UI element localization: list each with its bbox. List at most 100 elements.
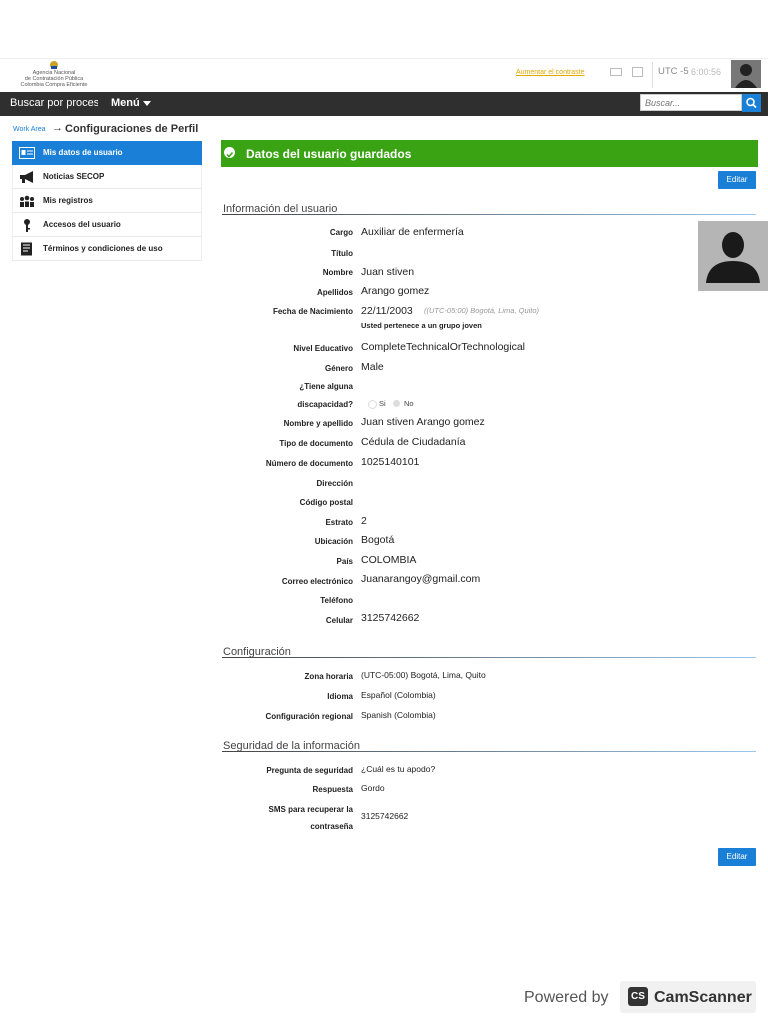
radio-no-label: No bbox=[404, 399, 414, 408]
radio-si-label: Si bbox=[379, 399, 386, 408]
breadcrumb-work-area[interactable]: Work Area bbox=[13, 126, 46, 133]
sidebar-item-label: Mis registros bbox=[43, 196, 93, 205]
value-genero: Male bbox=[361, 361, 384, 373]
search-button[interactable] bbox=[742, 94, 761, 112]
label-sms-1: SMS para recuperar la bbox=[268, 805, 353, 814]
user-silhouette-icon bbox=[735, 64, 757, 88]
value-cargo: Auxiliar de enfermería bbox=[361, 226, 464, 238]
success-message: Datos del usuario guardados bbox=[246, 147, 412, 161]
label-nombre-apellido: Nombre y apellido bbox=[283, 419, 353, 428]
contrast-link[interactable]: Aumentar el contraste bbox=[516, 69, 585, 76]
section-divider bbox=[222, 214, 756, 215]
section-divider bbox=[222, 657, 756, 658]
camscanner-logo-icon: CS bbox=[628, 987, 648, 1006]
radio-no[interactable] bbox=[393, 400, 400, 407]
value-pregunta-seguridad: ¿Cuál es tu apodo? bbox=[361, 764, 436, 774]
agency-logo[interactable]: Agencia Nacional de Contratación Pública… bbox=[8, 60, 100, 90]
user-silhouette-icon bbox=[706, 232, 760, 283]
menu-dropdown[interactable]: Menú bbox=[111, 97, 140, 109]
id-card-icon bbox=[19, 147, 35, 159]
section-divider bbox=[222, 751, 756, 752]
radio-si[interactable] bbox=[368, 400, 377, 409]
sidebar-item-label: Términos y condiciones de uso bbox=[43, 244, 163, 253]
value-nivel-educativo: CompleteTechnicalOrTechnological bbox=[361, 341, 526, 353]
label-titulo: Título bbox=[331, 249, 353, 258]
value-idioma: Español (Colombia) bbox=[361, 690, 436, 700]
label-nivel-educativo: Nivel Educativo bbox=[293, 344, 353, 353]
sidebar-item-secop-news[interactable]: Noticias SECOP bbox=[12, 165, 202, 189]
value-estrato: 2 bbox=[361, 515, 367, 527]
value-tipo-documento: Cédula de Ciudadanía bbox=[361, 436, 466, 448]
search-icon bbox=[746, 97, 757, 109]
label-idioma: Idioma bbox=[327, 692, 353, 701]
label-correo: Correo electrónico bbox=[281, 577, 353, 586]
logo-line-3: Colombia Compra Eficiente bbox=[20, 82, 88, 88]
logo-line-1: Agencia Nacional bbox=[32, 70, 76, 76]
sidebar-item-label: Accesos del usuario bbox=[43, 220, 121, 229]
sidebar-item-user-data[interactable]: Mis datos de usuario bbox=[12, 141, 202, 165]
label-codigo-postal: Código postal bbox=[299, 498, 353, 507]
logo-line-2: de Contratación Pública bbox=[24, 76, 84, 82]
section-title-user-info: Información del usuario bbox=[223, 203, 338, 215]
success-banner bbox=[221, 140, 758, 167]
label-apellidos: Apellidos bbox=[316, 288, 353, 297]
edit-button-top[interactable]: Editar bbox=[718, 171, 756, 189]
mail-icon[interactable] bbox=[610, 68, 622, 76]
value-celular: 3125742662 bbox=[361, 612, 420, 624]
user-avatar[interactable] bbox=[731, 60, 761, 88]
key-icon bbox=[24, 219, 30, 232]
sidebar-item-terms[interactable]: Términos y condiciones de uso bbox=[12, 237, 202, 261]
sidebar-item-label: Mis datos de usuario bbox=[43, 148, 123, 157]
clock-block bbox=[652, 62, 731, 88]
value-apellidos: Arango gomez bbox=[361, 285, 430, 297]
value-sms: 3125742662 bbox=[361, 811, 409, 821]
utc-time: 6:00:56 bbox=[691, 67, 722, 77]
megaphone-icon bbox=[20, 171, 33, 183]
value-fecha-nacimiento: 22/11/2003 bbox=[361, 305, 413, 317]
label-nombre: Nombre bbox=[322, 268, 353, 277]
camscanner-brand: CamScanner bbox=[654, 989, 752, 1006]
label-genero: Género bbox=[324, 364, 353, 373]
section-title-config: Configuración bbox=[223, 646, 291, 658]
chevron-down-icon[interactable] bbox=[143, 101, 151, 106]
value-correo: Juanarangoy@gmail.com bbox=[361, 573, 481, 585]
label-estrato: Estrato bbox=[325, 518, 353, 527]
edit-button-bottom[interactable]: Editar bbox=[718, 848, 756, 866]
users-icon bbox=[20, 195, 34, 207]
search-input[interactable] bbox=[640, 94, 742, 111]
value-nombre: Juan stiven bbox=[361, 266, 415, 278]
value-nombre-apellido: Juan stiven Arango gomez bbox=[361, 416, 485, 428]
label-pregunta-seguridad: Pregunta de seguridad bbox=[266, 766, 353, 775]
label-celular: Celular bbox=[325, 616, 353, 625]
label-tipo-documento: Tipo de documento bbox=[279, 439, 353, 448]
section-title-security: Seguridad de la información bbox=[223, 740, 360, 752]
label-sms-2: contraseña bbox=[310, 822, 353, 831]
powered-by-text: Powered by bbox=[524, 989, 609, 1006]
label-config-regional: Configuración regional bbox=[265, 712, 353, 721]
value-pais: COLOMBIA bbox=[361, 554, 417, 566]
label-cargo: Cargo bbox=[329, 228, 353, 237]
page-title: Configuraciones de Perfil bbox=[65, 123, 199, 135]
label-telefono: Teléfono bbox=[320, 596, 353, 605]
sidebar-item-my-records[interactable]: Mis registros bbox=[12, 189, 202, 213]
profile-photo[interactable] bbox=[698, 221, 768, 291]
value-config-regional: Spanish (Colombia) bbox=[361, 710, 436, 720]
search-by-process-link[interactable]: Buscar por proceso bbox=[10, 97, 98, 109]
sidebar-item-label: Noticias SECOP bbox=[43, 172, 105, 181]
label-fecha-nacimiento: Fecha de Nacimiento bbox=[272, 307, 353, 316]
value-zona-horaria: (UTC-05:00) Bogotá, Lima, Quito bbox=[361, 670, 486, 680]
age-group-note: Usted pertenece a un grupo joven bbox=[361, 321, 482, 330]
label-numero-documento: Número de documento bbox=[265, 459, 353, 468]
birth-timezone: ((UTC-05:00) Bogotá, Lima, Quito) bbox=[424, 306, 540, 315]
value-numero-documento: 1025140101 bbox=[361, 456, 420, 468]
label-discapacidad-2: discapacidad? bbox=[297, 400, 353, 409]
document-icon[interactable] bbox=[632, 67, 643, 77]
value-respuesta: Gordo bbox=[361, 783, 385, 793]
label-discapacidad-1: ¿Tiene alguna bbox=[299, 382, 353, 391]
label-pais: País bbox=[336, 557, 353, 566]
label-ubicacion: Ubicación bbox=[314, 537, 353, 546]
label-respuesta: Respuesta bbox=[312, 785, 353, 794]
value-ubicacion: Bogotá bbox=[361, 534, 395, 546]
sidebar-item-user-access[interactable]: Accesos del usuario bbox=[12, 213, 202, 237]
coat-of-arms-icon bbox=[50, 61, 58, 69]
